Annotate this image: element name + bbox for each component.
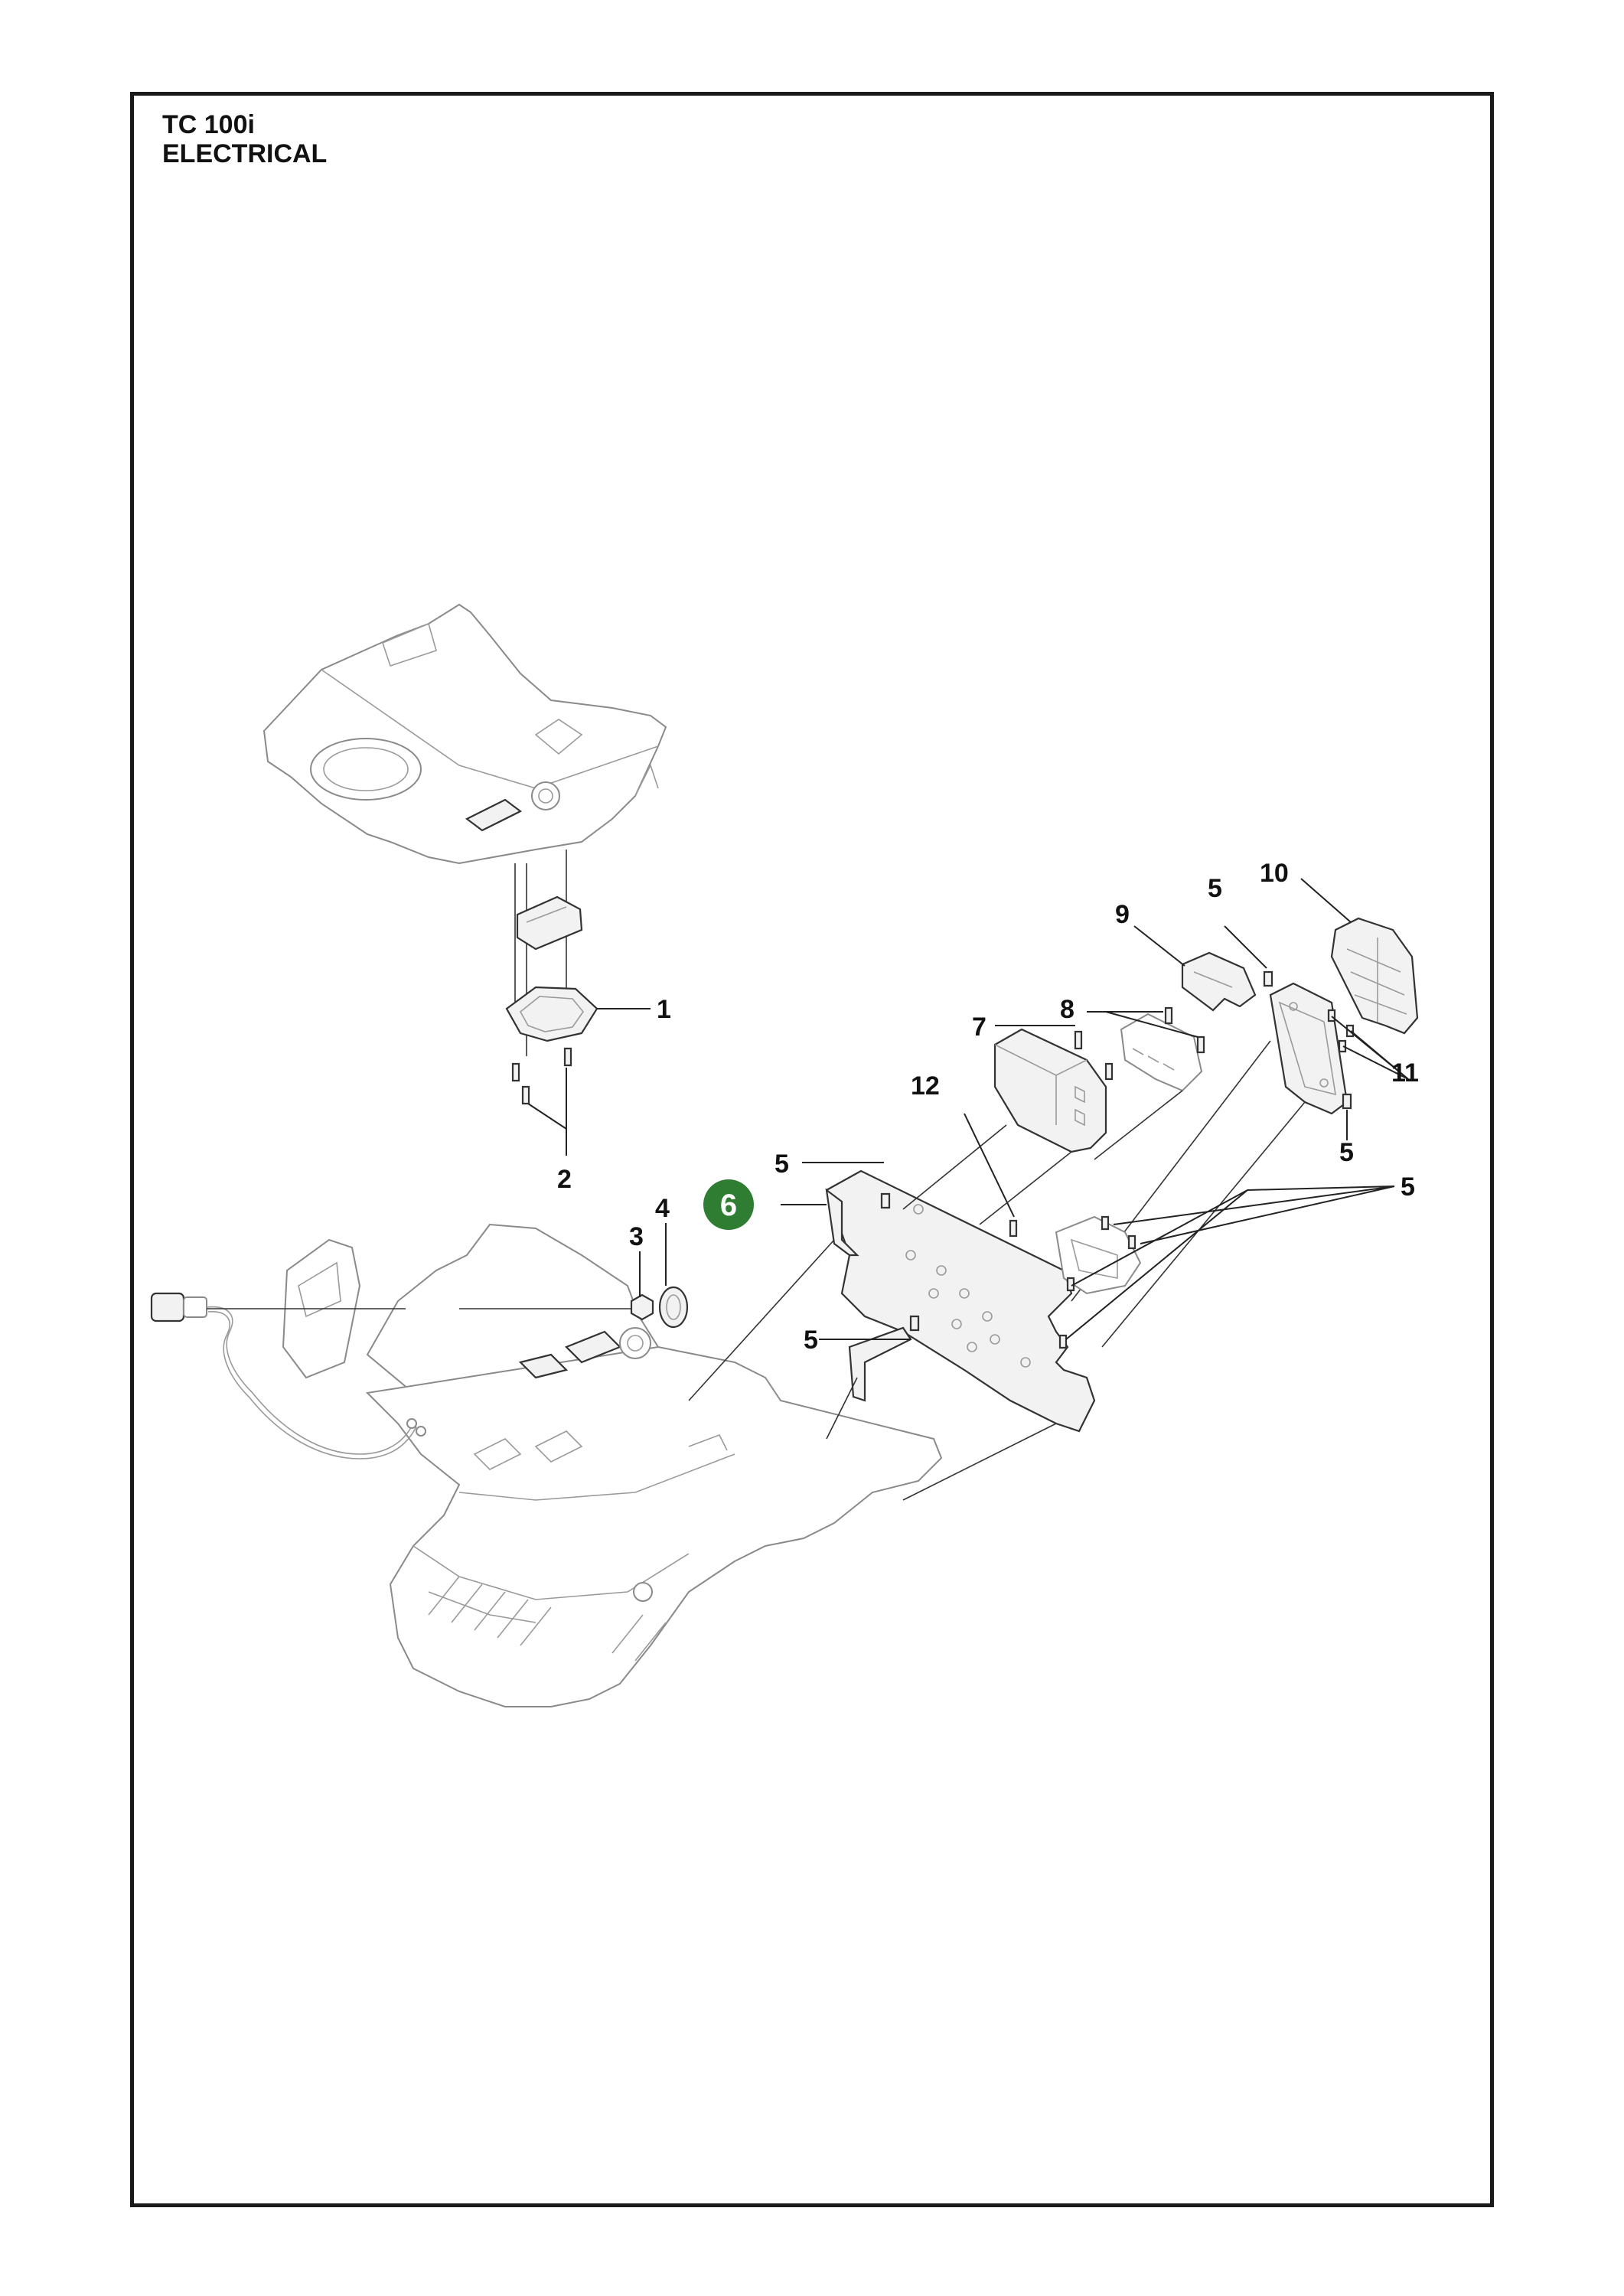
guide-line — [1101, 1101, 1306, 1348]
leader-line — [1300, 878, 1352, 923]
page-title: TC 100i ELECTRICAL — [162, 110, 327, 168]
part-10-cover — [1300, 878, 1419, 1035]
section-name: ELECTRICAL — [162, 139, 328, 168]
callout-3: 3 — [629, 1222, 644, 1251]
guide-line — [826, 1377, 858, 1440]
drawing-frame — [130, 92, 1494, 2207]
fan-assembly — [1055, 1215, 1142, 1349]
highlight-badge[interactable] — [703, 1179, 754, 1230]
callout-11: 11 — [1391, 1058, 1419, 1088]
callout-7: 7 — [972, 1013, 986, 1042]
callout-2: 2 — [557, 1165, 572, 1194]
guide-line — [902, 1124, 1007, 1210]
part-6-mounting-plate — [688, 1169, 1096, 1433]
guide-line — [688, 1239, 835, 1401]
callout-1: 1 — [657, 995, 671, 1024]
part-2-screws — [511, 1047, 572, 1156]
leader-line — [1140, 1186, 1395, 1244]
callout-4: 4 — [655, 1194, 670, 1223]
plate-holes — [905, 1204, 1031, 1368]
leader-line — [1071, 1189, 1248, 1287]
top-cover — [263, 603, 667, 865]
callout-9: 9 — [1115, 900, 1130, 929]
leader-line — [527, 1068, 567, 1130]
part-3-nut — [459, 1251, 654, 1321]
part-8-connector-block — [1087, 1006, 1205, 1160]
part-9-bracket — [1133, 925, 1257, 1012]
part-5-screws — [802, 925, 1395, 1340]
callout-5-left-top: 5 — [774, 1150, 789, 1179]
leader-line — [1133, 925, 1185, 967]
leader-line — [1105, 1011, 1198, 1038]
leader-line — [1342, 1045, 1409, 1080]
callout-10: 10 — [1260, 859, 1289, 888]
guide-line — [979, 1151, 1072, 1225]
callout-5-right: 5 — [1339, 1138, 1354, 1167]
part-7-control-module — [902, 1025, 1107, 1225]
callout-6: 6 — [720, 1189, 737, 1222]
part-4-ring — [658, 1223, 689, 1329]
leader-line — [1065, 1189, 1248, 1340]
callout-5-far-right: 5 — [1401, 1172, 1415, 1202]
guide-line — [902, 1423, 1057, 1501]
leader-line — [1113, 1186, 1395, 1225]
cable-assembly — [150, 1238, 426, 1459]
part-12-spacer — [964, 1113, 1018, 1238]
callout-5-top: 5 — [1208, 874, 1222, 903]
leader-line — [1350, 1030, 1409, 1080]
part-1-seal — [505, 895, 651, 1042]
leader-line — [964, 1113, 1015, 1218]
callout-8: 8 — [1060, 995, 1075, 1024]
callout-6-badge[interactable]: 6 — [703, 1179, 754, 1230]
part-11-circuit-board — [1071, 982, 1409, 1348]
callout-5-left-bottom: 5 — [804, 1326, 818, 1355]
guide-line — [1094, 1090, 1183, 1160]
leader-line — [1247, 1186, 1395, 1191]
chassis-body — [365, 1223, 943, 1707]
model-name: TC 100i — [162, 110, 255, 139]
leader-line — [1224, 925, 1267, 969]
callout-12: 12 — [911, 1071, 940, 1101]
